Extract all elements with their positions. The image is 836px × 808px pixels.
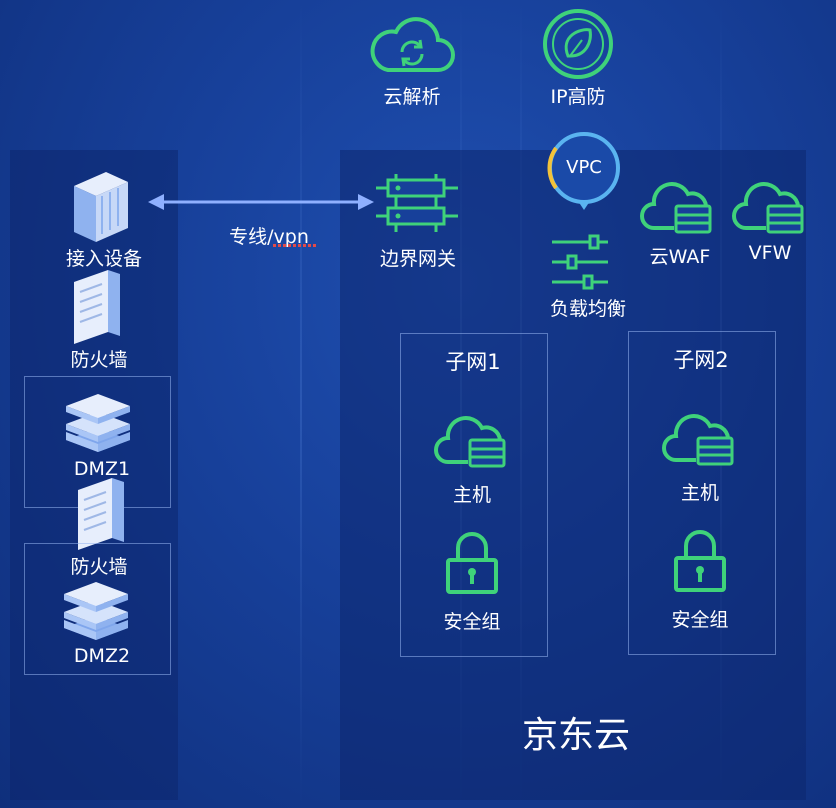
access-device-label: 接入设备	[65, 248, 142, 270]
link-label: 专线/vpn	[229, 226, 309, 248]
subnet1-sg-label: 安全组	[443, 611, 501, 633]
cloud-server-icon	[434, 410, 510, 472]
subnet2-host-label: 主机	[680, 482, 719, 504]
load-balancer-icon	[550, 232, 610, 292]
lb-label: 负载均衡	[549, 298, 626, 320]
waf-label: 云WAF	[649, 246, 711, 268]
cloud-server-icon	[732, 176, 808, 238]
ip-defense-icon	[540, 6, 616, 82]
subnet1-title: 子网1	[445, 350, 501, 374]
lock-icon	[444, 530, 500, 596]
subnet1-host-label: 主机	[452, 484, 491, 506]
gateway-label: 边界网关	[379, 248, 456, 270]
cloud-server-icon	[640, 176, 716, 238]
double-arrow-icon	[148, 190, 374, 214]
dmz2-zone	[24, 543, 171, 675]
dmz1-label: DMZ1	[73, 458, 131, 480]
dmz2-label: DMZ2	[73, 645, 131, 667]
vfw-label: VFW	[748, 242, 792, 264]
server-stack-icon	[60, 576, 132, 646]
dns-label: 云解析	[383, 86, 441, 108]
firewall1-label: 防火墙	[70, 349, 128, 371]
cloud-sync-icon	[368, 10, 456, 78]
firewall2-label: 防火墙	[70, 556, 128, 578]
vpc-label: VPC	[566, 157, 602, 178]
access-device-icon	[66, 166, 134, 246]
subnet2-sg-label: 安全组	[671, 609, 729, 631]
subnet1-box	[400, 333, 548, 657]
server-stack-icon	[62, 388, 134, 458]
on-premise-panel	[10, 150, 178, 800]
firewall-icon	[72, 476, 130, 552]
subnet2-title: 子网2	[673, 348, 729, 372]
cloud-server-icon	[662, 408, 738, 470]
link-label-underline	[273, 244, 317, 247]
lock-icon	[672, 528, 728, 594]
firewall-icon	[68, 268, 126, 346]
vpc-badge	[542, 126, 626, 214]
ip-defense-label: IP高防	[550, 86, 606, 108]
subnet2-box	[628, 331, 776, 655]
jd-cloud-brand: 京东云	[521, 715, 630, 756]
gateway-icon	[372, 168, 462, 238]
